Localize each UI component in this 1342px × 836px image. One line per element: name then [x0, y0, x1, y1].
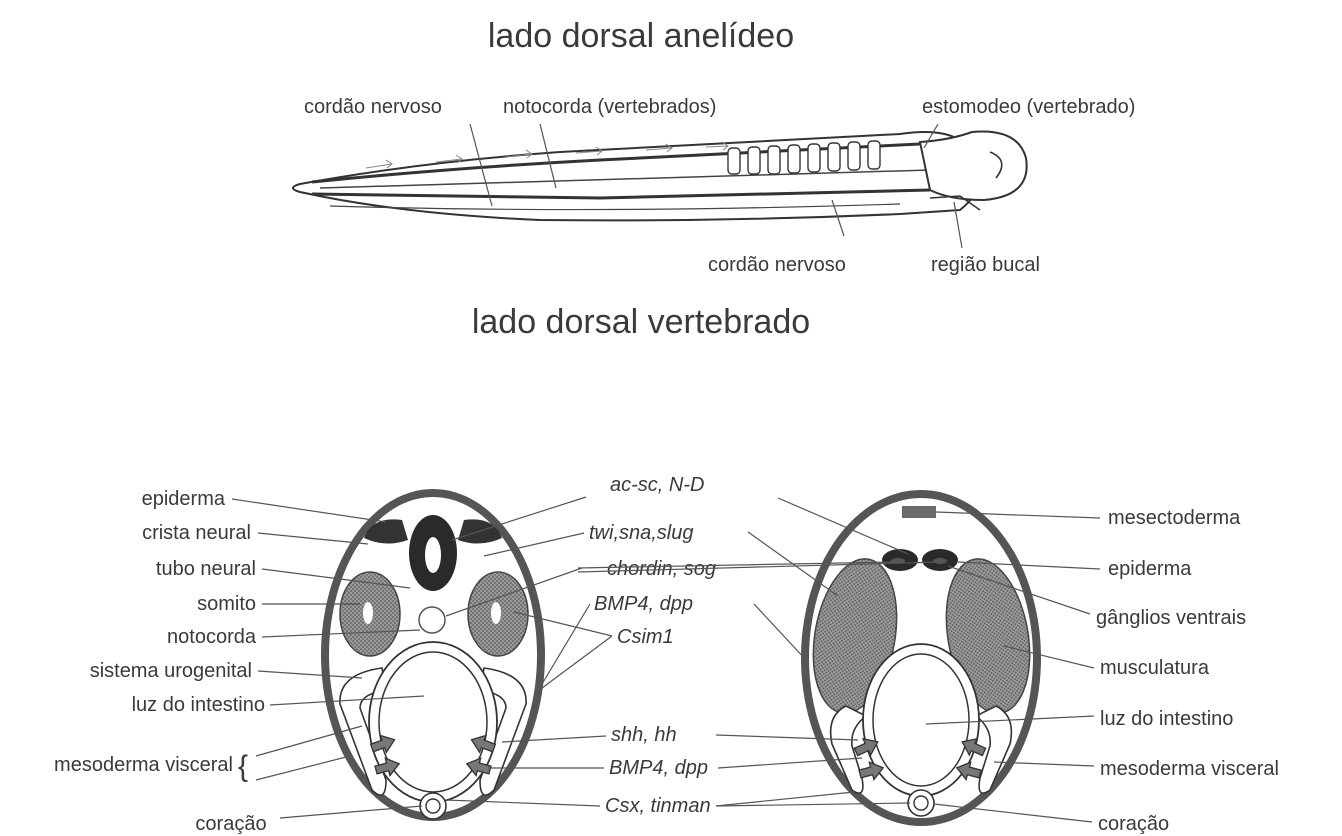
label-cordao-nervoso-lower: cordão nervoso — [708, 254, 846, 276]
gene-shh-hh: shh, hh — [611, 724, 677, 746]
label-cordao-nervoso-upper: cordão nervoso — [304, 96, 442, 118]
label-crista-neural: crista neural — [142, 522, 251, 544]
gene-csim1: Csim1 — [617, 626, 674, 648]
label-coracao-right: coração — [1098, 813, 1169, 835]
label-epiderma-right: epiderma — [1108, 558, 1192, 580]
label-sistema-urogenital: sistema urogenital — [90, 660, 252, 682]
label-somito: somito — [197, 593, 256, 615]
label-notocorda-vertebrados: notocorda (vertebrados) — [503, 96, 716, 118]
label-estomodeo: estomodeo (vertebrado) — [922, 96, 1135, 118]
vertebrate-cross-section — [321, 489, 545, 821]
gene-csx-tinman: Csx, tinman — [605, 795, 711, 817]
head-bulb — [920, 132, 1027, 200]
label-tubo-neural: tubo neural — [156, 558, 256, 580]
label-luz-do-intestino-left: luz do intestino — [132, 694, 265, 716]
label-regiao-bucal: região bucal — [931, 254, 1040, 276]
label-mesectoderma: mesectoderma — [1108, 507, 1241, 529]
label-mesoderma-visceral-left: mesoderma visceral — [54, 754, 233, 776]
label-notocorda: notocorda — [167, 626, 257, 648]
label-musculatura: musculatura — [1100, 657, 1210, 679]
label-epiderma-left: epiderma — [142, 488, 226, 510]
gene-bmp4-dpp-lower: BMP4, dpp — [609, 757, 708, 779]
gene-bmp4-dpp-upper: BMP4, dpp — [594, 593, 693, 615]
label-mesoderma-visceral-right: mesoderma visceral — [1100, 758, 1279, 780]
left-notochord — [419, 607, 445, 633]
label-ganglios-ventrais: gânglios ventrais — [1096, 607, 1246, 629]
annelid-cross-section — [801, 490, 1041, 826]
brace-mesoderma-visceral: { — [238, 750, 248, 783]
longitudinal-body — [293, 132, 1027, 221]
right-mesectoderm — [902, 506, 936, 518]
gene-ac-sc-nd: ac-sc, N-D — [610, 474, 704, 496]
label-coracao-left: coração — [195, 813, 266, 835]
title-annelid-dorsal: lado dorsal anelídeo — [488, 17, 794, 55]
title-vertebrate-dorsal: lado dorsal vertebrado — [472, 303, 810, 341]
gene-twi-sna-slug: twi,sna,slug — [589, 522, 694, 544]
label-luz-do-intestino-right: luz do intestino — [1100, 708, 1233, 730]
